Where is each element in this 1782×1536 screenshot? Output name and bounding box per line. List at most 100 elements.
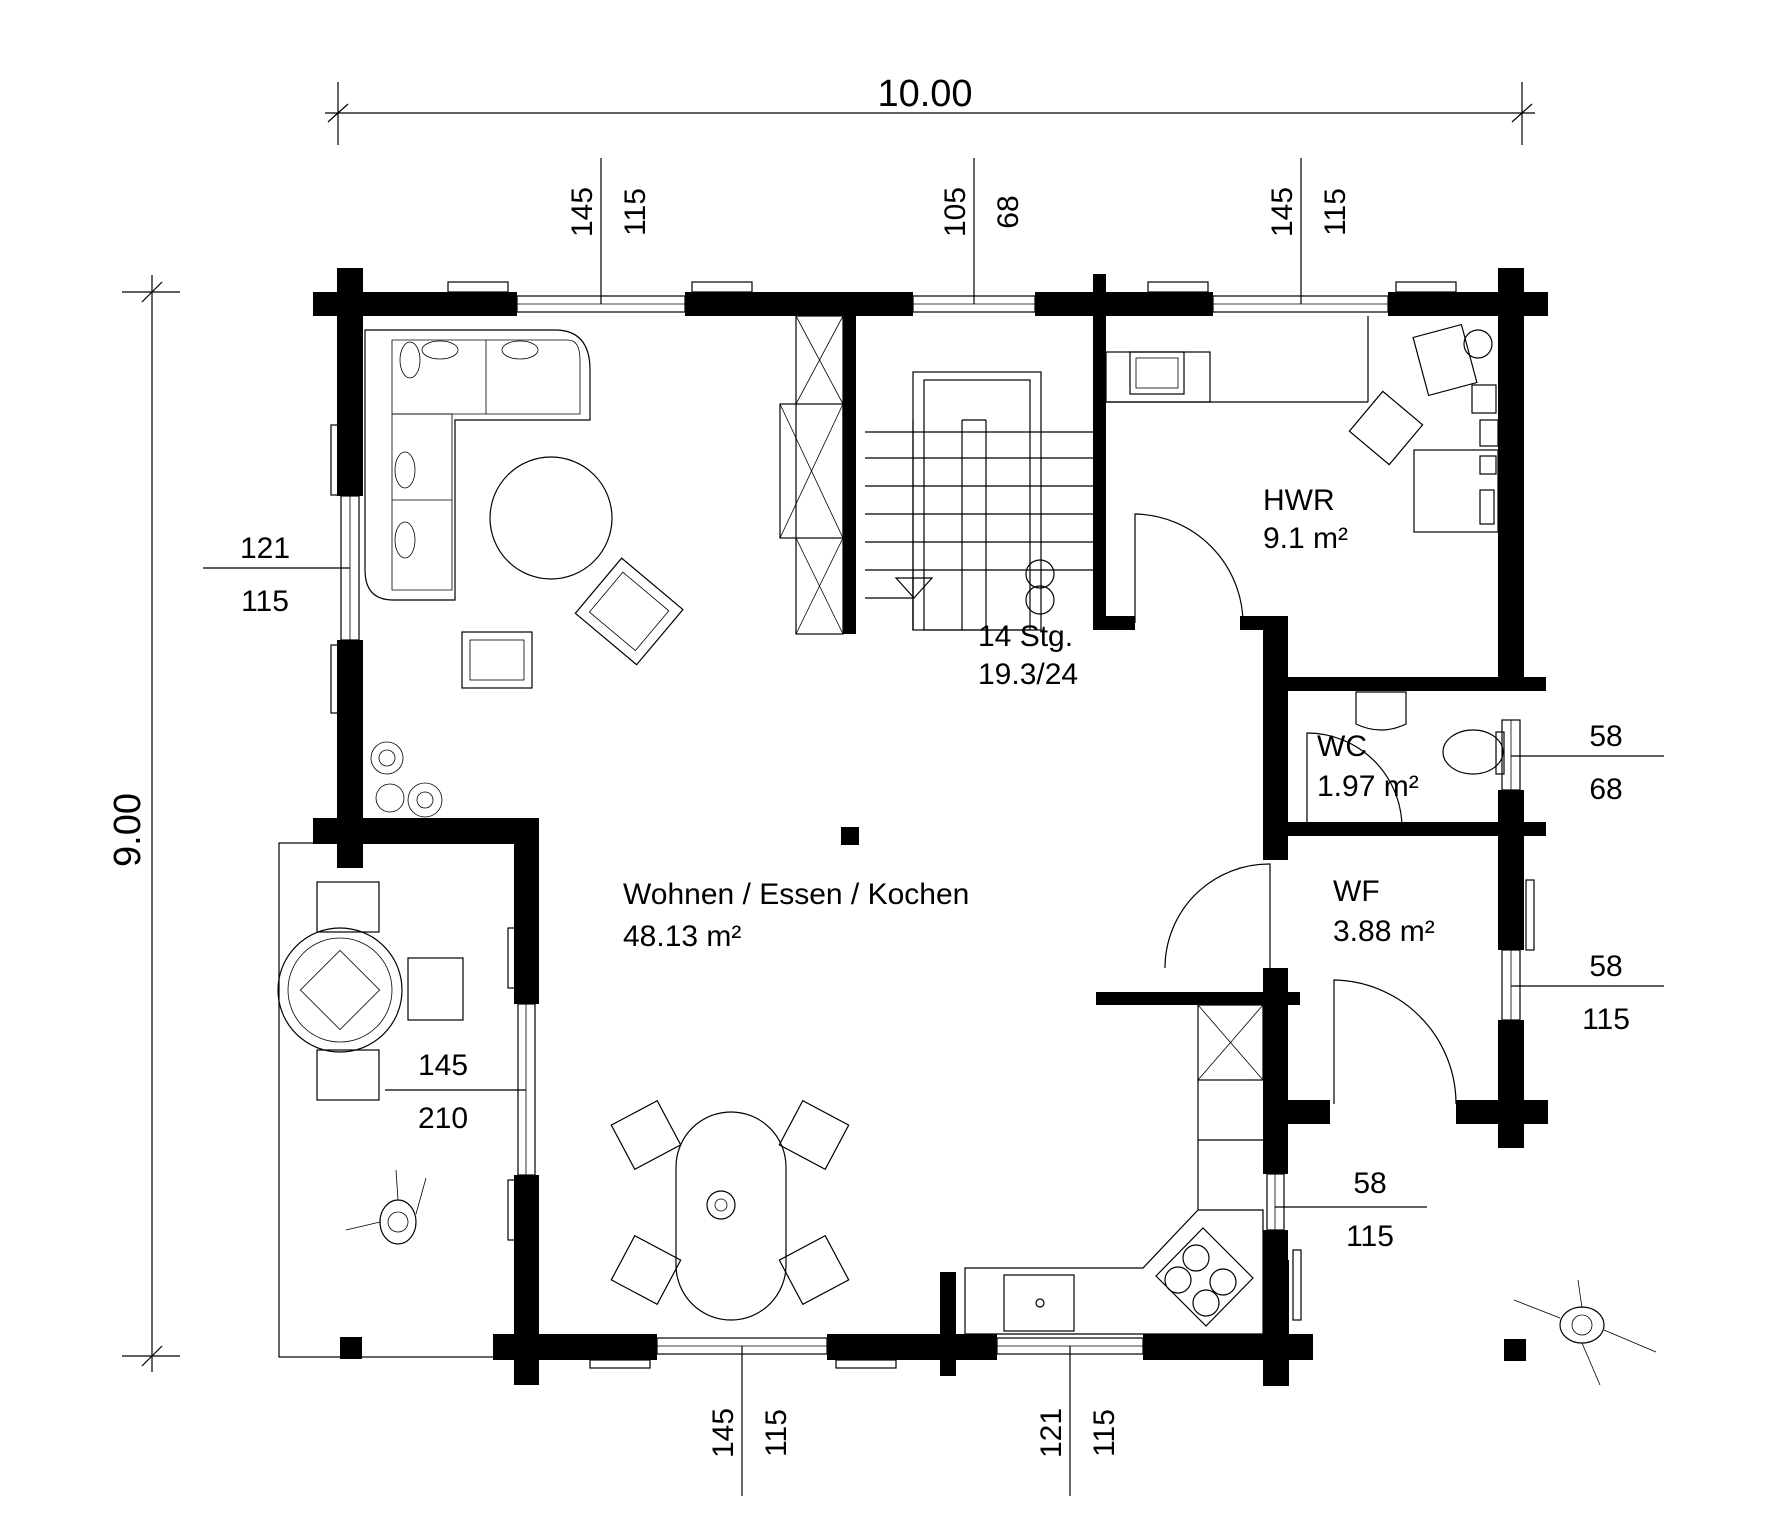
wall-segment [843,316,856,634]
wall-segment [514,818,539,1004]
room-name-living: Wohnen / Essen / Kochen [623,878,969,911]
svg-text:145: 145 [418,1049,468,1082]
opening-dimension-wf: 58 115 [1511,950,1664,1036]
coffee-table [489,456,613,580]
side-stool [461,631,533,689]
svg-text:115: 115 [241,585,289,618]
opening-dimension-kitchen-side: 58 115 [1275,1167,1427,1253]
room-name-wc: WC [1317,730,1367,763]
armchair [574,557,684,666]
svg-text:105: 105 [939,187,972,237]
person-figure [1513,1279,1657,1386]
terrace-table [277,881,464,1101]
opening-dimension-bottom-right: 121 115 [1035,1346,1121,1496]
svg-text:115: 115 [760,1409,793,1457]
wall-segment [1263,1230,1288,1386]
doors [1134,513,1457,1105]
opening-dimension-terrace: 145 210 [385,1049,526,1135]
wall-segment [493,1334,657,1360]
kitchen-counter [964,1209,1264,1335]
svg-text:115: 115 [1319,188,1352,236]
terrace-chair [316,1049,380,1101]
svg-text:115: 115 [1346,1220,1394,1253]
wall-segment [337,818,363,868]
opening-dimension-top-right: 145 115 [1266,158,1352,304]
wall-segment [1093,274,1106,630]
overall-width-label: 10.00 [877,73,972,115]
wall-segment [337,268,363,496]
svg-text:121: 121 [1035,1408,1068,1458]
opening-dimension-bottom-left: 145 115 [707,1346,793,1496]
wall-segment [1096,992,1300,1005]
svg-text:210: 210 [418,1102,468,1135]
opening-dimension-left: 121 115 [203,532,350,618]
terrace-chair [407,957,464,1021]
svg-text:68: 68 [1589,773,1622,806]
stairs-ratio-label: 19.3/24 [978,658,1078,691]
svg-text:145: 145 [707,1408,740,1458]
svg-text:68: 68 [992,195,1025,228]
wc-fixtures [1355,691,1505,775]
wall-segment [827,1334,997,1360]
svg-text:115: 115 [1088,1409,1121,1457]
opening-dimension-wc: 58 68 [1511,720,1664,806]
svg-text:115: 115 [1582,1003,1630,1036]
toilet [1442,729,1504,775]
plants [370,741,443,818]
svg-text:121: 121 [240,532,290,565]
sink [1003,1274,1075,1332]
overall-depth-label: 9.00 [107,793,149,867]
overall-depth-dimension: 9.00 [107,275,180,1372]
door-wf-living [1164,863,1271,969]
svg-text:145: 145 [566,187,599,237]
room-name-hwr: HWR [1263,484,1335,517]
overall-width-dimension: 10.00 [325,73,1535,145]
wall-segment [685,292,913,316]
wall-segment [1288,822,1546,836]
svg-text:58: 58 [1353,1167,1386,1200]
room-name-wf: WF [1333,875,1380,908]
wall-segment [1035,292,1213,316]
dining-chairs [610,1099,850,1306]
wall-segment [1498,836,1524,950]
wall-segment [940,1272,956,1376]
terrace-chair [316,881,380,933]
terrace-outline [278,842,526,1358]
cooktop [1155,1227,1254,1327]
room-area-wf: 3.88 m² [1333,915,1435,948]
door-hwr [1134,513,1244,624]
door-wf-entrance [1333,979,1457,1105]
wall-segment [1498,790,1524,836]
column [340,1337,362,1359]
wall-segment [1263,616,1288,860]
wall-segment [1288,1100,1330,1124]
wall-segment [1288,677,1546,691]
svg-text:145: 145 [1266,187,1299,237]
wall-segment [1498,268,1524,688]
wash-basin [1355,691,1407,731]
kitchen-cabinet [1197,1004,1264,1210]
opening-dimension-top-mid: 105 68 [939,158,1025,304]
staircase [865,371,1093,631]
person-figure [345,1169,427,1245]
room-area-living: 48.13 m² [623,920,741,953]
door-wc [1306,732,1403,829]
svg-text:58: 58 [1589,720,1622,753]
wall-segment [1093,616,1135,630]
wall-segment [1263,1100,1288,1170]
room-area-wc: 1.97 m² [1317,770,1419,803]
stairs-steps-label: 14 Stg. [978,620,1073,653]
wall-segment [1498,1020,1524,1148]
column [841,827,859,845]
wardrobe [779,315,844,635]
window-kitchen-side [1266,1173,1285,1231]
room-area-hwr: 9.1 m² [1263,522,1348,555]
dining-table [675,1111,787,1321]
wall-segment [337,640,363,820]
svg-text:58: 58 [1589,950,1622,983]
walls [313,268,1548,1386]
column [1504,1339,1526,1361]
sofa [364,329,591,601]
hwr-desk [1105,316,1369,403]
